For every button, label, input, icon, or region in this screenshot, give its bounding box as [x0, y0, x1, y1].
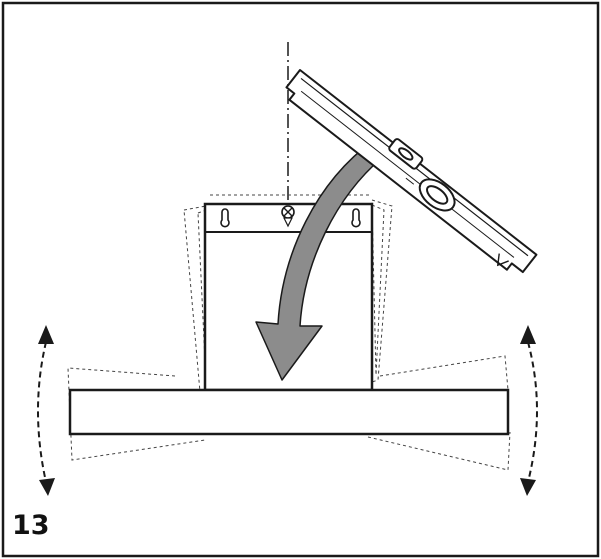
- double-arrow-icon: [37, 325, 55, 496]
- curved-arrow-icon: [255, 139, 385, 381]
- double-arrow-icon: [520, 325, 538, 496]
- spirit-level-icon: [285, 69, 538, 274]
- hood-canopy: [68, 388, 510, 436]
- keyhole-slot-icon: [351, 208, 361, 228]
- canopy-tilt-ghost: [67, 355, 511, 471]
- keyhole-slot-icon: [220, 208, 230, 228]
- screw-icon: [281, 205, 295, 228]
- step-number: 13: [12, 510, 50, 541]
